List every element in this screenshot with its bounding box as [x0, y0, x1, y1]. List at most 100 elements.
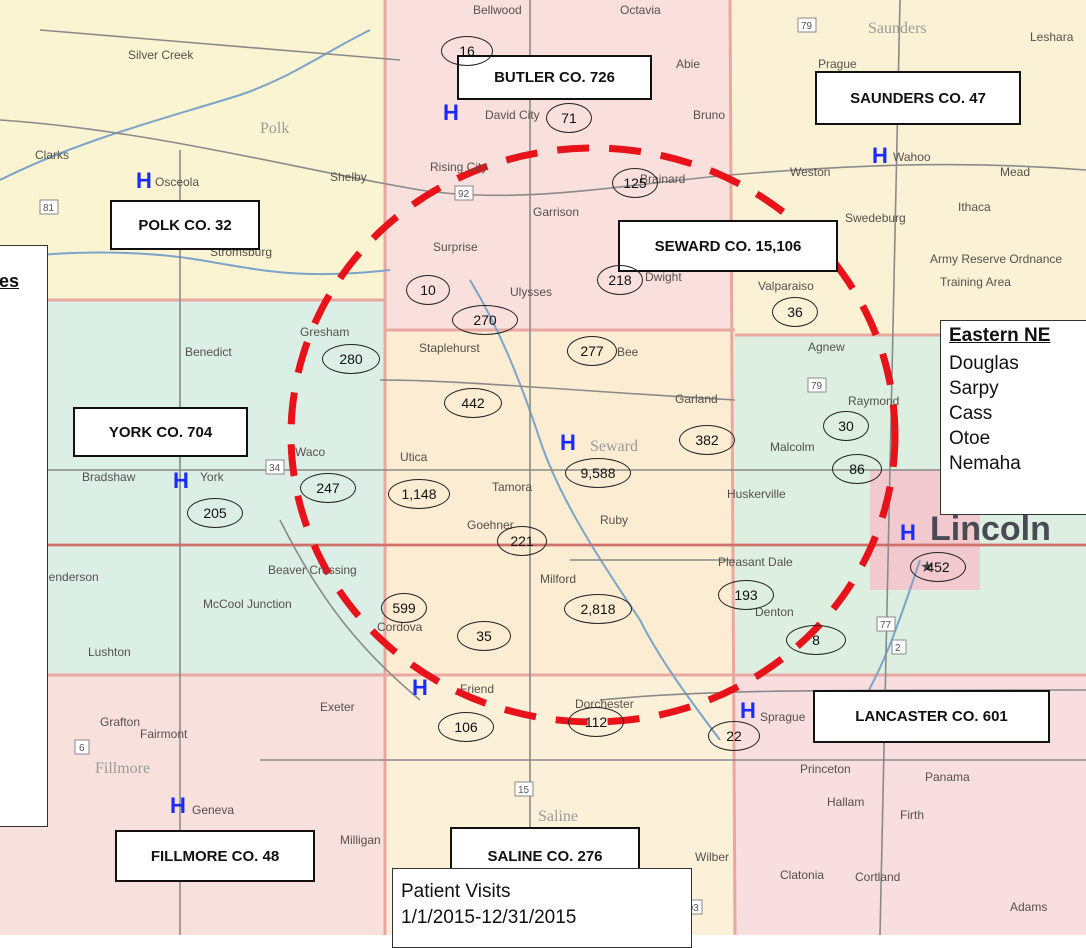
visit-count-bubble: 112 [568, 707, 624, 737]
saunders-county-area [730, 0, 1086, 335]
place-name: Ruby [600, 513, 629, 527]
hospital-marker: H [170, 793, 186, 818]
svg-text:2: 2 [895, 643, 901, 654]
place-name: Surprise [433, 240, 478, 254]
visit-count-bubble: 382 [679, 425, 735, 455]
place-name: Osceola [155, 175, 200, 189]
visit-count-bubble: 1,148 [388, 479, 450, 509]
service-area-circle [287, 144, 899, 726]
place-name: Octavia [620, 3, 661, 17]
place-name: Exeter [320, 700, 355, 714]
visit-count-bubble: 205 [187, 498, 243, 528]
visit-count-bubble: 193 [718, 580, 774, 610]
place-name: Hallam [827, 795, 865, 809]
york-county-label: YORK CO. 704 [73, 407, 248, 457]
svg-text:92: 92 [458, 189, 470, 200]
svg-text:77: 77 [880, 620, 892, 631]
hospital-marker: H [412, 675, 428, 700]
hospital-marker: H [900, 520, 916, 545]
place-name: Cortland [855, 870, 901, 884]
place-name: Henderson [40, 570, 99, 584]
place-name: Tamora [492, 480, 533, 494]
place-name: Utica [400, 450, 428, 464]
left-legend-title: es [0, 271, 20, 291]
visit-count-bubble: 106 [438, 712, 494, 742]
place-name: McCool Junction [203, 597, 292, 611]
svg-text:81: 81 [43, 203, 55, 214]
place-name: Princeton [800, 762, 851, 776]
hospital-marker: H [443, 100, 459, 125]
place-name: Huskerville [727, 487, 786, 501]
polk-county-label: POLK CO. 32 [110, 200, 260, 250]
place-name: David City [485, 108, 540, 122]
place-name: Abie [676, 57, 701, 71]
place-name: Firth [900, 808, 924, 822]
place-name: Dwight [645, 270, 682, 284]
eastern-ne-county: Otoe [949, 428, 991, 449]
place-name: Ithaca [958, 200, 991, 214]
place-name: Cordova [377, 620, 423, 634]
place-name: Lincoln [930, 510, 1051, 548]
place-name: Shelby [330, 170, 367, 184]
place-name: Wilber [695, 850, 730, 864]
place-name: Polk [260, 120, 290, 137]
place-name: Bee [617, 345, 639, 359]
eastern-ne-county: Sarpy [949, 378, 999, 399]
place-name: Bellwood [473, 3, 522, 17]
eastern-ne-county: Cass [949, 403, 993, 424]
place-name: Weston [790, 165, 831, 179]
place-name: Panama [925, 770, 970, 784]
place-name: Clarks [35, 148, 70, 162]
place-name: Training Area [940, 275, 1011, 289]
place-name: Staplehurst [419, 341, 480, 355]
place-name: Geneva [192, 803, 235, 817]
svg-text:79: 79 [801, 21, 813, 32]
place-name: Saunders [868, 20, 927, 37]
visit-count-bubble: 35 [457, 621, 511, 651]
place-name: Goehner [467, 518, 514, 532]
place-name: Grafton [100, 715, 141, 729]
svg-text:15: 15 [518, 785, 530, 796]
place-name: Agnew [808, 340, 845, 354]
place-name: Bradshaw [82, 470, 136, 484]
hospital-marker: H [872, 143, 888, 168]
place-name: Silver Creek [128, 48, 194, 62]
place-name: Sprague [760, 710, 806, 724]
visit-count-bubble: 218 [597, 265, 643, 295]
visit-count-bubble: 16 [441, 36, 493, 66]
place-name: Adams [1010, 900, 1048, 914]
place-name: Benedict [185, 345, 232, 359]
place-name: Saline [538, 808, 578, 825]
place-name: Malcolm [770, 440, 815, 454]
visit-count-bubble: 2,818 [564, 594, 632, 624]
visit-count-bubble: 71 [546, 103, 592, 133]
eastern-ne-title: Eastern NE [949, 325, 1051, 346]
place-name: Gresham [300, 325, 350, 339]
place-name: Wahoo [893, 150, 931, 164]
visit-count-bubble: 221 [497, 526, 547, 556]
place-name: Garrison [533, 205, 580, 219]
place-name: Seward [590, 438, 638, 455]
visit-count-bubble: 36 [772, 297, 818, 327]
place-name: Fillmore [95, 760, 151, 777]
seward-county-label: SEWARD CO. 15,106 [618, 220, 838, 272]
visit-count-bubble: 22 [708, 721, 760, 751]
svg-text:6: 6 [79, 743, 85, 754]
patient-visits-title: Patient Visits [401, 881, 511, 902]
place-name: Friend [460, 682, 495, 696]
visit-count-bubble: 125 [612, 168, 658, 198]
patient-visits-caption: Patient Visits 1/1/2015-12/31/2015 [392, 868, 692, 948]
saunders-county-label: SAUNDERS CO. 47 [815, 71, 1021, 125]
visit-count-bubble: 280 [322, 344, 380, 374]
eastern-ne-county: Douglas [949, 353, 1019, 374]
svg-text:34: 34 [269, 463, 281, 474]
visit-count-bubble: 442 [444, 388, 502, 418]
place-name: Mead [1000, 165, 1031, 179]
visit-count-bubble: 86 [832, 454, 882, 484]
visit-count-bubble: 452 [910, 552, 966, 582]
place-name: Rising City [430, 160, 488, 174]
fillmore-county-area [0, 675, 385, 935]
left-legend-panel: es [0, 245, 48, 827]
place-name: Valparaiso [758, 279, 814, 293]
